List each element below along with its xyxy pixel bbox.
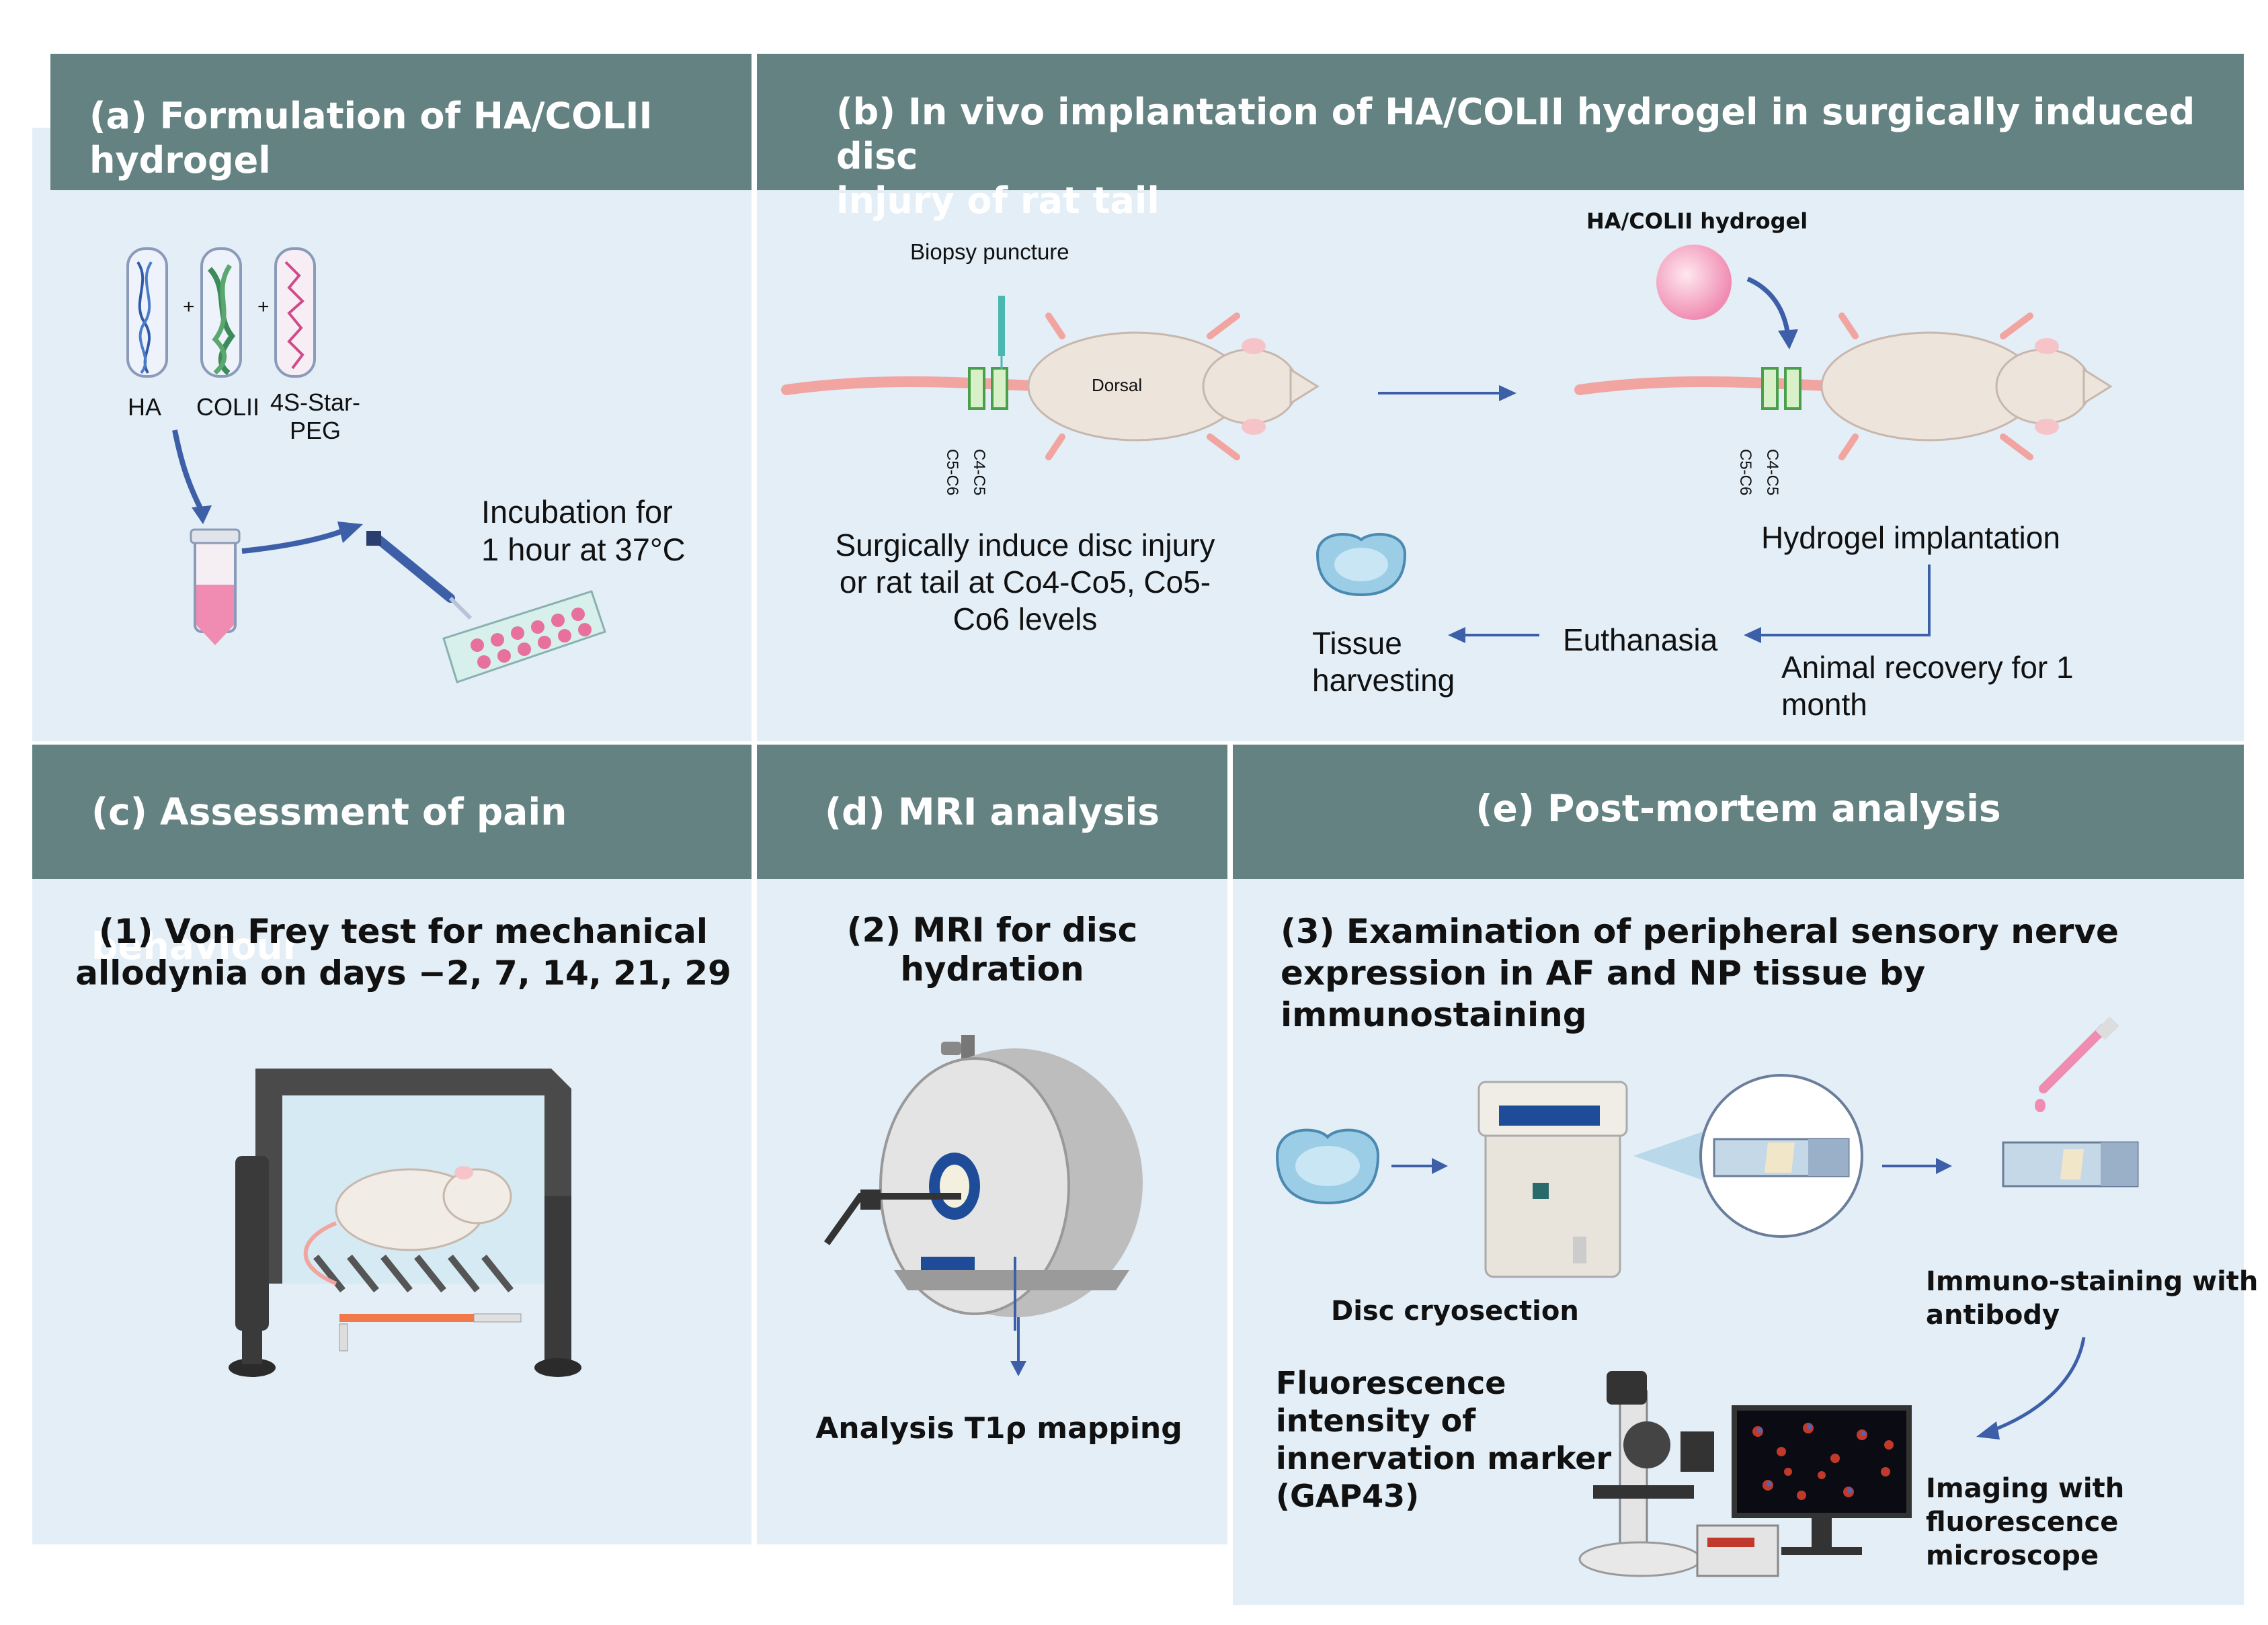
plus-2: + bbox=[257, 296, 270, 318]
recovery-text: Animal recovery for 1 month bbox=[1781, 650, 2074, 722]
imaging-label: Imaging with fluorescence microscope bbox=[1926, 1473, 2125, 1571]
mri-scanner bbox=[823, 1035, 1143, 1331]
stained-slide bbox=[2002, 1016, 2139, 1188]
dorsal-label: Dorsal bbox=[1092, 375, 1143, 395]
header-c: (c) Assessment of pain behaviour bbox=[32, 745, 752, 968]
biopsy-needle bbox=[998, 296, 1005, 370]
plus-1: + bbox=[183, 296, 195, 318]
label-colii: COLII bbox=[196, 393, 260, 421]
level-c4c5-before: C4-C5 bbox=[970, 449, 988, 496]
header-d: (d) MRI analysis bbox=[757, 745, 1227, 879]
tissue-disc-b bbox=[1315, 533, 1407, 597]
fluorescence-label: Fluorescence intensity of innervation ma… bbox=[1276, 1365, 1612, 1514]
subtitle-d: (2) MRI for disc hydration bbox=[846, 911, 1138, 989]
biopsy-label: Biopsy puncture bbox=[910, 239, 1069, 264]
title-b: (b) In vivo implantation of HA/COLII hyd… bbox=[836, 91, 2195, 222]
incubation-text: Incubation for 1 hour at 37°C bbox=[481, 494, 686, 567]
label-ha: HA bbox=[128, 393, 162, 421]
e-arrow-2 bbox=[1882, 1158, 1952, 1174]
peg-tube bbox=[274, 247, 316, 378]
euthanasia-text: Euthanasia bbox=[1563, 622, 1718, 657]
level-c5c6-before: C5-C6 bbox=[943, 449, 961, 496]
header-e: (e) Post-mortem analysis bbox=[1233, 745, 2244, 879]
title-d: (d) MRI analysis bbox=[825, 790, 1160, 833]
implantation-text: Hydrogel implantation bbox=[1761, 520, 2060, 555]
title-c: (c) Assessment of pain behaviour bbox=[91, 790, 567, 968]
title-a: (a) Formulation of HA/COLII hydrogel bbox=[89, 95, 653, 181]
mix-flow bbox=[172, 429, 606, 683]
hydrogel-label: HA/COLII hydrogel bbox=[1586, 208, 1808, 234]
immuno-label: Immuno-staining with antibody bbox=[1926, 1266, 2259, 1331]
harvesting-text: Tissue harvesting bbox=[1312, 626, 1455, 698]
label-peg: 4S-Star- PEG bbox=[270, 388, 361, 444]
panel-a bbox=[32, 128, 752, 741]
e-arrow-1 bbox=[1391, 1158, 1448, 1174]
cryostat bbox=[1477, 1081, 1628, 1278]
reagent-tubes bbox=[126, 247, 316, 378]
process-arrow bbox=[1378, 385, 1516, 401]
immuno-arrow bbox=[1976, 1337, 2086, 1440]
level-c5c6-after: C5-C6 bbox=[1736, 449, 1754, 496]
tissue-disc-e bbox=[1275, 1128, 1380, 1205]
von-frey-chamber bbox=[229, 1069, 581, 1377]
pipette bbox=[366, 531, 473, 620]
microscope-setup bbox=[1578, 1371, 1912, 1577]
hydrogel-sphere bbox=[1656, 245, 1798, 349]
rat-before bbox=[781, 296, 1320, 460]
panel-b bbox=[757, 128, 2244, 741]
well-plate bbox=[442, 590, 606, 683]
rat-after bbox=[1574, 312, 2113, 460]
recovery-flow bbox=[1448, 565, 1931, 643]
cryosection-label: Disc cryosection bbox=[1331, 1296, 1579, 1327]
level-c4c5-after: C4-C5 bbox=[1763, 449, 1781, 496]
slide-zoom bbox=[1633, 1074, 1863, 1238]
mri-arrow bbox=[1010, 1317, 1026, 1376]
colii-tube bbox=[200, 247, 242, 378]
header-b: (b) In vivo implantation of HA/COLII hyd… bbox=[757, 54, 2244, 222]
subtitle-c: (1) Von Frey test for mechanical allodyn… bbox=[75, 912, 731, 993]
ha-tube bbox=[126, 247, 168, 378]
surgery-text: Surgically induce disc injury or rat tai… bbox=[835, 528, 1215, 636]
title-e: (e) Post-mortem analysis bbox=[1475, 787, 2001, 830]
mri-analysis-text: Analysis T1ρ mapping bbox=[815, 1411, 1182, 1446]
header-a: (a) Formulation of HA/COLII hydrogel bbox=[50, 54, 752, 190]
subtitle-e: (3) Examination of peripheral sensory ne… bbox=[1281, 912, 2119, 1034]
falcon-tube bbox=[190, 528, 241, 645]
